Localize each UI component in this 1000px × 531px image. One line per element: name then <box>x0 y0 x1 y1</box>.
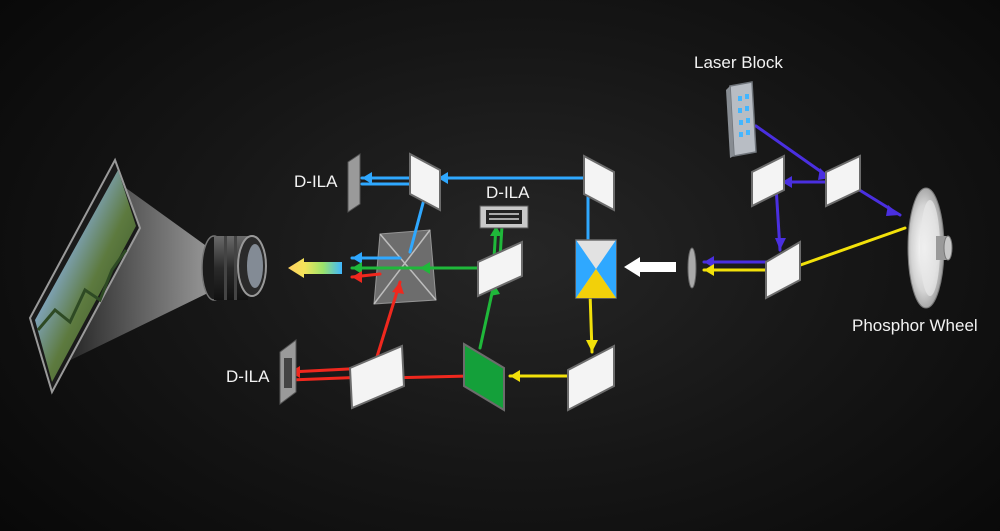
mirror-laser-left <box>751 154 785 208</box>
yellow-beams <box>508 226 907 378</box>
mirrors <box>348 152 861 412</box>
output-light-arrow <box>288 258 342 278</box>
screen-mountains <box>36 249 128 331</box>
dila-panel-top-center <box>479 205 529 229</box>
phosphor-wheel-icon <box>907 187 953 309</box>
mirror-laser-lower <box>765 240 801 300</box>
mirror-bottom-left <box>348 344 406 410</box>
dila-label-top-left: D-ILA <box>294 172 338 191</box>
laser-block-label: Laser Block <box>694 53 783 72</box>
dila-label-top-center: D-ILA <box>486 183 530 202</box>
mirror-top-right <box>583 154 615 212</box>
condenser-lens-icon <box>687 247 697 289</box>
dila-label-bottom-left: D-ILA <box>226 367 270 386</box>
dila-panel-bottom-left <box>279 339 297 405</box>
mirror-laser-right <box>825 154 861 208</box>
laser-block-icon <box>726 81 757 158</box>
phosphor-wheel-label: Phosphor Wheel <box>852 316 978 335</box>
mirror-bottom-right <box>567 344 615 412</box>
mirror-green-mid <box>477 240 523 298</box>
dichroic-prism-icon <box>575 239 617 299</box>
white-input-arrow <box>624 257 676 277</box>
screen-icon <box>35 170 136 382</box>
lens-icon <box>201 235 267 301</box>
mirror-top-center <box>409 152 441 212</box>
dila-panel-top-left <box>347 153 361 213</box>
projection-screen-group <box>28 157 210 395</box>
green-filter <box>463 342 505 412</box>
beam-paths <box>288 124 907 382</box>
